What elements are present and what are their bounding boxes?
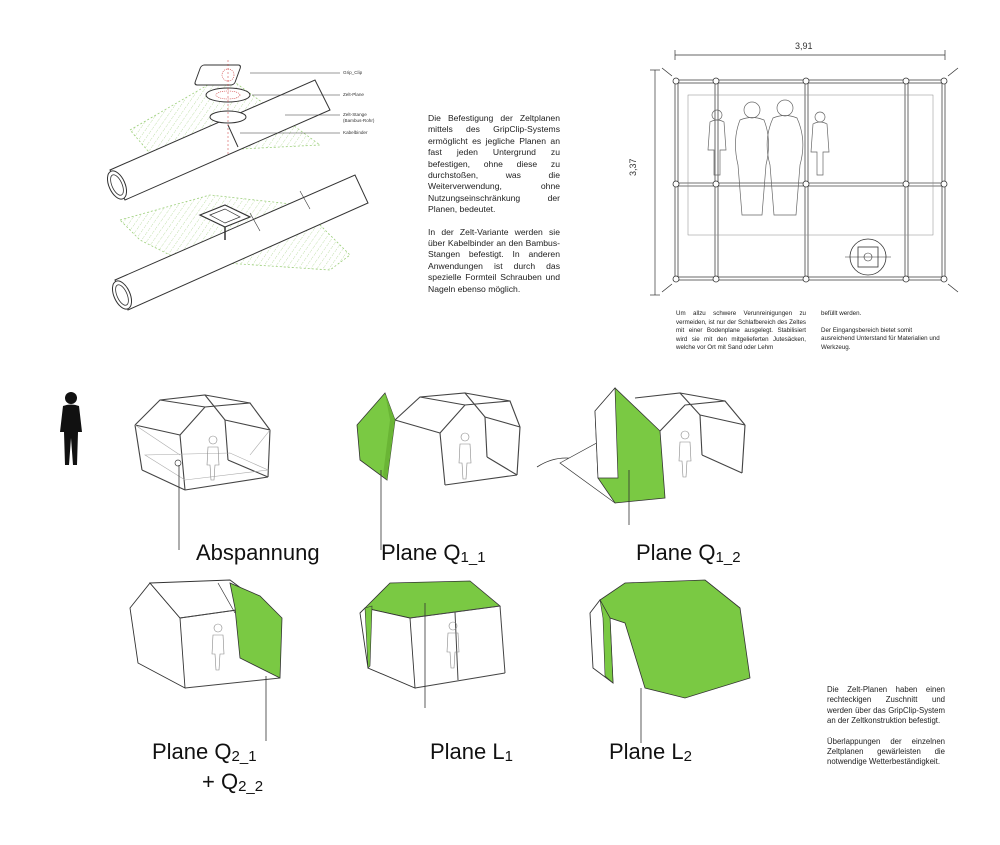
gripclip-detail-illustration — [106, 60, 369, 311]
leader-line-q1-2 — [628, 470, 630, 525]
step-label-q2-1-plane: Plane — [152, 739, 209, 764]
tent-step-l2 — [589, 579, 751, 699]
step-label-q1-1-q: Q — [443, 540, 461, 565]
step-label-l1-sub: 1 — [504, 748, 513, 765]
intro-text-block: Die Befestigung der Zeltplanen mittels d… — [428, 113, 560, 295]
label-zelt-plane: Zelt-Plane — [343, 92, 364, 97]
label-zelt-stange: Zelt-Stange — [343, 112, 367, 117]
step-label-l2: Plane L2 — [609, 740, 692, 769]
step-label-q2-2-plus: + Q — [202, 769, 239, 794]
bottom-text-block: Die Zelt-Planen haben einen rechteckigen… — [827, 685, 945, 768]
floor-plan-drawing — [650, 50, 959, 296]
people-silhouettes — [707, 99, 830, 216]
step-label-q2-2-sub: 2_2 — [238, 778, 264, 795]
bottom-paragraph-1: Die Zelt-Planen haben einen rechteckigen… — [827, 685, 945, 726]
clip-exploded-parts — [194, 60, 251, 155]
step-label-l2-sub: 2 — [683, 748, 692, 765]
step-label-q2-1-q: Q — [214, 739, 232, 764]
tent-step-q2 — [129, 579, 283, 689]
tent-step-q1-1 — [356, 392, 521, 486]
plan-width-dimension: 3,91 — [795, 41, 813, 51]
plan-depth-dimension: 3,37 — [628, 158, 638, 176]
label-grip-clip: Grip_Clip — [343, 70, 363, 75]
step-label-l1-l: L — [492, 739, 505, 764]
step-label-q1-2-plane: Plane — [636, 540, 693, 565]
leader-line-abspannung — [178, 465, 180, 550]
bamboo-pole-upper — [106, 79, 331, 201]
intro-paragraph-2: In der Zelt-Variante werden sie über Kab… — [428, 226, 560, 294]
leader-line-l1 — [424, 603, 426, 708]
label-kabelbinder: Kabelbinder — [343, 130, 368, 135]
ground-sheet-area — [687, 94, 934, 236]
leader-line-q2 — [265, 676, 267, 741]
step-label-l1-plane: Plane — [430, 739, 487, 764]
tent-step-l1 — [359, 580, 506, 689]
step-label-l2-l: L — [671, 739, 684, 764]
bottom-paragraph-2: Überlappungen der einzelnen Zeltplanen g… — [827, 736, 945, 767]
bamboo-pole-lower — [111, 174, 369, 311]
step-label-q2-2: + Q2_2 — [202, 770, 263, 799]
tent-front-cover — [129, 582, 186, 689]
step-label-l1: Plane L1 — [430, 740, 513, 769]
step-label-q1-1-plane: Plane — [381, 540, 438, 565]
leader-line-q1-1 — [380, 470, 382, 550]
label-bambus-rohr: (Bambus-Rohr) — [343, 118, 375, 123]
plan-text-right: befüllt werden. Der Eingangsbereich biet… — [821, 310, 947, 352]
plan-text-left: Um allzu schwere Verunreinigungen zu ver… — [676, 310, 806, 352]
step-label-q2-1: Plane Q2_1 — [152, 740, 257, 769]
gripclip-top-view — [845, 238, 891, 276]
plan-text-right-p2: Der Eingangsbereich bietet somit ausreic… — [821, 326, 940, 351]
step-label-q2-1-sub: 2_1 — [231, 748, 257, 765]
tarp-q2 — [229, 582, 283, 679]
step-label-q1-1-sub: 1_1 — [460, 549, 486, 566]
person-silhouette-icon — [60, 392, 82, 465]
tent-step-q1-2 — [559, 387, 746, 504]
step-label-l2-plane: Plane — [609, 739, 666, 764]
step-label-abspannung: Abspannung — [196, 540, 320, 565]
step-label-q1-2-q: Q — [698, 540, 716, 565]
step-label-q1-2-sub: 1_2 — [715, 549, 741, 566]
plan-text-right-p1: befüllt werden. — [821, 310, 862, 317]
clip-assembled — [198, 204, 252, 240]
tent-step-abspannung — [134, 394, 271, 491]
leader-line-l2 — [640, 688, 642, 743]
intro-paragraph-1: Die Befestigung der Zeltplanen mittels d… — [428, 113, 560, 215]
tarp-l2 — [599, 579, 751, 699]
step-label-q1-2: Plane Q1_2 — [636, 541, 741, 570]
step-label-q1-1: Plane Q1_1 — [381, 541, 486, 570]
